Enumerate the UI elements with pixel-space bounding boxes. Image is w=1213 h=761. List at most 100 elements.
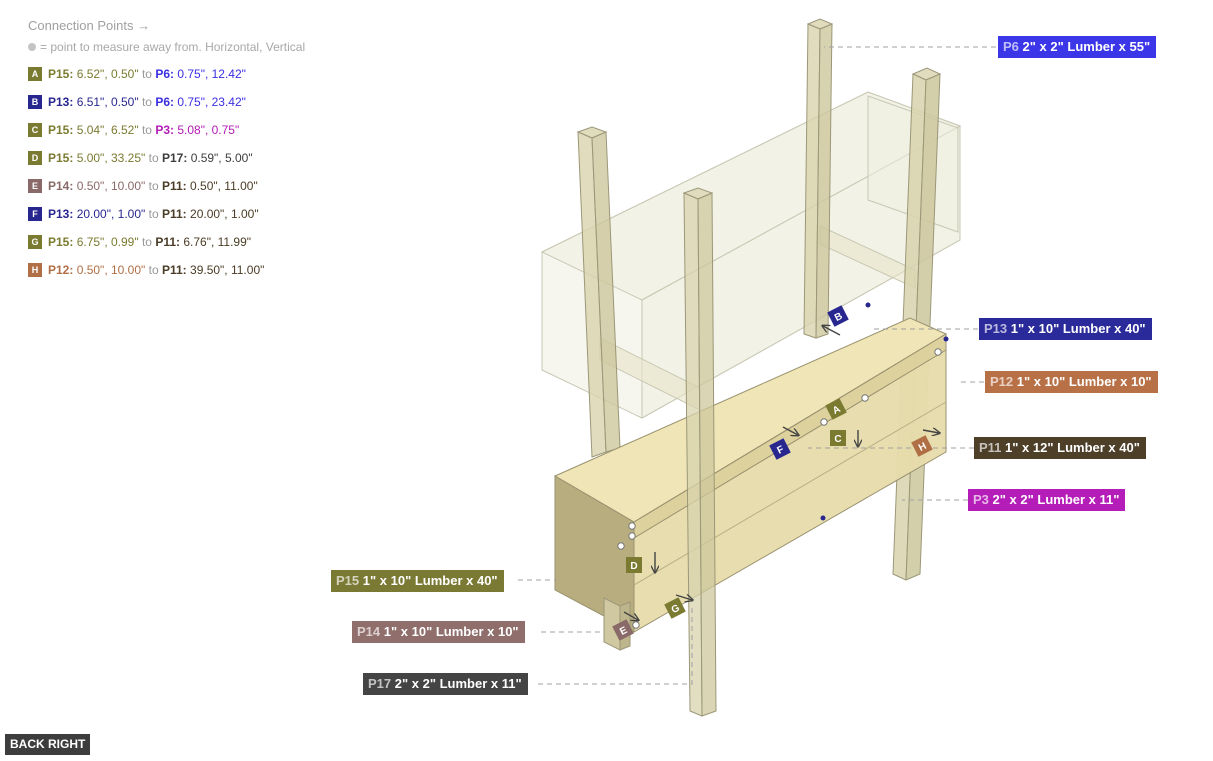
model-connection-tags: B A C F H D G E xyxy=(612,305,933,641)
to-values: 0.50", 11.00" xyxy=(190,179,258,193)
connection-row-e[interactable]: E P14: 0.50", 10.00" to P11: 0.50", 11.00… xyxy=(28,176,348,204)
tag-e-letter: E xyxy=(618,625,629,638)
from-values: 5.00", 33.25" xyxy=(76,151,146,165)
part-id: P6 xyxy=(1003,39,1019,54)
from-values: 0.50", 10.00" xyxy=(76,263,146,277)
from-part: P14: xyxy=(48,179,74,193)
post-back-mid xyxy=(803,18,834,339)
tag-h: H xyxy=(911,435,933,457)
part-id: P15 xyxy=(336,573,360,588)
connection-letter-badge: G xyxy=(28,235,42,249)
view-back-right-button[interactable]: BACK RIGHT xyxy=(5,734,91,755)
connection-letter-badge: B xyxy=(28,95,42,109)
to-word: to xyxy=(148,207,159,221)
part-id: P14 xyxy=(357,624,381,639)
part-desc: 1" x 10" Lumber x 40" xyxy=(1010,321,1146,336)
measure-dot-icon xyxy=(28,43,36,51)
measure-points xyxy=(617,302,949,629)
from-values: 5.04", 6.52" xyxy=(76,123,139,137)
part-desc: 1" x 10" Lumber x 10" xyxy=(1016,374,1152,389)
from-part: P13: xyxy=(48,95,74,109)
to-word: to xyxy=(141,95,152,109)
part-desc: 2" x 2" Lumber x 55" xyxy=(1022,39,1151,54)
connection-letter-badge: C xyxy=(28,123,42,137)
from-values: 6.75", 0.99" xyxy=(76,235,139,249)
tag-a: A xyxy=(825,398,847,420)
from-part: P15: xyxy=(48,67,74,81)
label-leader-lines xyxy=(518,46,996,685)
from-part: P15: xyxy=(48,235,74,249)
tag-f: F xyxy=(769,438,791,460)
part-label-p17[interactable]: P17 2" x 2" Lumber x 11" xyxy=(363,673,528,695)
part-id: P12 xyxy=(990,374,1014,389)
to-part: P3: xyxy=(155,123,174,137)
measure-note: = point to measure away from. Horizontal… xyxy=(28,36,348,58)
to-values: 0.59", 5.00" xyxy=(190,151,253,165)
post-front-left xyxy=(682,187,717,717)
part-label-p15[interactable]: P15 1" x 10" Lumber x 40" xyxy=(331,570,504,592)
part-label-p6[interactable]: P6 2" x 2" Lumber x 55" xyxy=(998,36,1157,58)
part-desc: 2" x 2" Lumber x 11" xyxy=(394,676,522,691)
from-part: P15: xyxy=(48,123,74,137)
to-values: 6.76", 11.99" xyxy=(183,235,252,249)
part-label-p12[interactable]: P12 1" x 10" Lumber x 10" xyxy=(985,371,1158,393)
to-part: P6: xyxy=(155,67,174,81)
tag-c-letter: C xyxy=(834,434,841,445)
part-id: P3 xyxy=(973,492,989,507)
ghost-back-shelf xyxy=(540,91,962,419)
tag-f-letter: F xyxy=(775,444,785,457)
connection-list: A P15: 6.52", 0.50" to P6: 0.75", 12.42" B… xyxy=(28,64,348,288)
tag-e: E xyxy=(612,619,634,641)
to-part: P11: xyxy=(161,179,187,193)
tag-d-letter: D xyxy=(630,561,637,572)
part-desc: 2" x 2" Lumber x 11" xyxy=(992,492,1120,507)
part-id: P11 xyxy=(979,440,1002,455)
to-word: to xyxy=(148,151,159,165)
to-values: 20.00", 1.00" xyxy=(190,207,259,221)
from-values: 20.00", 1.00" xyxy=(76,207,146,221)
connection-points-title[interactable]: Connection Points → xyxy=(28,18,151,33)
connection-points-panel: Connection Points → = point to measure a… xyxy=(28,16,348,288)
tag-a-letter: A xyxy=(831,404,842,417)
to-part: P11: xyxy=(155,235,180,249)
tag-h-letter: H xyxy=(917,441,928,454)
connection-letter-badge: A xyxy=(28,67,42,81)
from-part: P15: xyxy=(48,151,74,165)
part-desc: 1" x 12" Lumber x 40" xyxy=(1005,440,1140,455)
from-part: P12: xyxy=(48,263,74,277)
part-label-p3[interactable]: P3 2" x 2" Lumber x 11" xyxy=(968,489,1126,511)
part-id: P17 xyxy=(368,676,392,691)
part-label-p13[interactable]: P13 1" x 10" Lumber x 40" xyxy=(979,318,1152,340)
to-values: 0.75", 23.42" xyxy=(177,95,246,109)
to-part: P6: xyxy=(155,95,174,109)
part-desc: 1" x 10" Lumber x 10" xyxy=(383,624,519,639)
part-label-p14[interactable]: P14 1" x 10" Lumber x 10" xyxy=(352,621,525,643)
measure-note-text: = point to measure away from. Horizontal… xyxy=(40,40,306,54)
tag-d: D xyxy=(626,557,642,573)
from-values: 0.50", 10.00" xyxy=(76,179,146,193)
direction-arrows xyxy=(623,326,939,620)
tag-g: G xyxy=(664,597,686,619)
to-values: 0.75", 12.42" xyxy=(177,67,246,81)
to-word: to xyxy=(148,263,159,277)
part-desc: 1" x 10" Lumber x 40" xyxy=(362,573,498,588)
connection-letter-badge: D xyxy=(28,151,42,165)
connection-letter-badge: H xyxy=(28,263,42,277)
to-word: to xyxy=(141,123,152,137)
connection-letter-badge: E xyxy=(28,179,42,193)
to-word: to xyxy=(148,179,159,193)
to-part: P11: xyxy=(161,263,187,277)
part-label-p11[interactable]: P11 1" x 12" Lumber x 40" xyxy=(974,437,1146,459)
tag-c: C xyxy=(830,430,846,446)
from-part: P13: xyxy=(48,207,74,221)
from-values: 6.52", 0.50" xyxy=(76,67,139,81)
connection-letter-badge: F xyxy=(28,207,42,221)
